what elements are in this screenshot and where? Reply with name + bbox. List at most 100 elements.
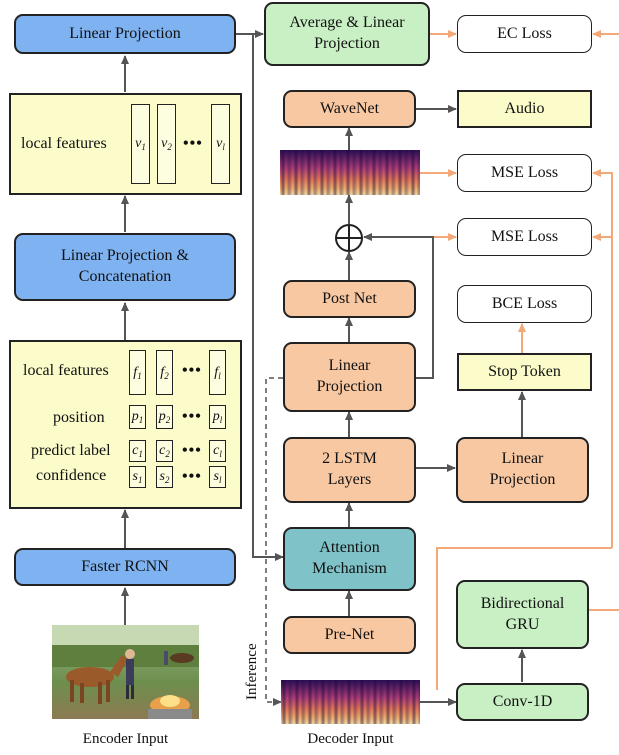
f-cell-2: f2 <box>156 350 173 395</box>
v-cell-2: v2 <box>157 104 176 184</box>
s-cell-2-label: s2 <box>159 469 170 485</box>
wavenet-label: WaveNet <box>319 99 380 117</box>
v-cell-1-label: v1 <box>135 136 146 152</box>
v-cell-l-label: vl <box>216 136 225 152</box>
v-cell-1: v1 <box>131 104 150 184</box>
bidirectional-gru-label: Bidirectional GRU <box>480 594 565 633</box>
row-label-predict-label: predict label <box>31 442 111 459</box>
prenet-block: Pre-Net <box>283 616 416 654</box>
row-label-position: position <box>53 409 105 426</box>
c-cell-l-label: cl <box>213 443 222 459</box>
row-label-confidence: confidence <box>36 467 107 484</box>
s-cell-1-label: s1 <box>132 469 143 485</box>
mse-loss-2-label: MSE Loss <box>490 227 559 245</box>
inference-feedback-line <box>265 377 283 706</box>
subscript: 1 <box>141 142 146 152</box>
conv1d-label: Conv-1D <box>492 692 553 710</box>
f-cell-2-label: f2 <box>160 364 169 381</box>
arrow-target-path <box>436 547 612 690</box>
f-cell-1: f1 <box>129 350 146 395</box>
subscript: l <box>219 449 222 459</box>
post-net-block: Post Net <box>283 280 416 318</box>
c-cell-1: c1 <box>129 440 146 462</box>
arrow-linear-to-sum <box>363 233 434 379</box>
subscript: l <box>222 142 225 152</box>
c-ellipsis: ••• <box>182 442 202 459</box>
bce-loss-box: BCE Loss <box>457 285 592 323</box>
row-label-local-features: local features <box>23 362 109 379</box>
concat-label: Linear Projection & Concatenation <box>61 247 189 285</box>
subscript: 2 <box>164 370 169 381</box>
stop-token-label: Stop Token <box>488 362 561 380</box>
faster-rcnn-label: Faster RCNN <box>81 557 169 575</box>
ec-loss-label: EC Loss <box>497 24 552 42</box>
subscript: 1 <box>138 415 144 425</box>
stop-token-box: Stop Token <box>457 353 592 391</box>
subscript: l <box>219 415 223 425</box>
subscript: l <box>218 475 222 485</box>
stop-linear-projection-label: Linear Projection <box>489 450 556 488</box>
c-cell-l: cl <box>209 440 226 462</box>
mse-loss-box-1: MSE Loss <box>457 154 592 192</box>
prenet-label: Pre-Net <box>324 625 375 643</box>
s-cell-2: s2 <box>156 466 173 488</box>
subscript: 1 <box>138 449 143 459</box>
bidirectional-gru-block: Bidirectional GRU <box>456 580 589 649</box>
faster-rcnn-block: Faster RCNN <box>14 548 236 586</box>
subscript: 2 <box>165 415 171 425</box>
p-ellipsis: ••• <box>182 408 202 425</box>
inference-label: Inference <box>244 643 260 700</box>
c-cell-2: c2 <box>156 440 173 462</box>
p-cell-1-label: p1 <box>131 409 144 425</box>
p-cell-l: pl <box>209 405 226 429</box>
s-cell-l-label: sl <box>213 469 222 485</box>
detection-features-panel: local features position predict label co… <box>9 340 242 509</box>
encoder-linear-projection-label: Linear Projection <box>69 24 181 42</box>
p-cell-l-label: pl <box>212 409 223 425</box>
average-linear-projection-label: Average & Linear Projection <box>289 14 405 52</box>
subscript: 1 <box>137 475 143 485</box>
p-cell-1: p1 <box>129 405 146 429</box>
p-cell-2: p2 <box>156 405 173 429</box>
s-cell-l: sl <box>209 466 226 488</box>
encoder-linear-projection: Linear Projection <box>14 14 236 54</box>
attention-mechanism-block: Attention Mechanism <box>283 527 416 591</box>
encoder-input-caption: Encoder Input <box>82 731 169 747</box>
subscript: l <box>218 370 221 381</box>
local-features-top-label: local features <box>21 135 107 152</box>
lstm-label: 2 LSTM Layers <box>322 450 377 488</box>
v-ellipsis: ••• <box>183 135 203 152</box>
decoder-input-caption: Decoder Input <box>307 731 394 747</box>
audio-output-box: Audio <box>457 90 592 128</box>
post-net-label: Post Net <box>322 289 377 307</box>
audio-label: Audio <box>504 99 545 117</box>
arrow-encoder-to-attention <box>236 33 284 561</box>
linear-projection-concatenation: Linear Projection & Concatenation <box>14 233 236 301</box>
p-cell-2-label: p2 <box>158 409 171 425</box>
decoder-linear-projection-label: Linear Projection <box>316 357 383 395</box>
bce-loss-label: BCE Loss <box>491 294 558 312</box>
v-cell-2-label: v2 <box>161 136 172 152</box>
conv1d-block: Conv-1D <box>456 683 589 721</box>
subscript: 1 <box>137 370 142 381</box>
stop-linear-projection: Linear Projection <box>456 437 589 503</box>
s-ellipsis: ••• <box>182 468 202 485</box>
arrow-target-to-mse1 <box>592 169 613 548</box>
ec-loss-box: EC Loss <box>457 15 592 53</box>
f-cell-l-label: fl <box>214 364 221 381</box>
lstm-block: 2 LSTM Layers <box>283 437 416 503</box>
mse-loss-box-2: MSE Loss <box>457 218 592 256</box>
s-cell-1: s1 <box>129 466 146 488</box>
subscript: 2 <box>164 475 170 485</box>
predicted-spectrogram <box>280 150 420 195</box>
local-features-panel: local features v1 v2 ••• vl <box>9 93 242 195</box>
attention-mechanism-label: Attention Mechanism <box>312 539 387 577</box>
subscript: 2 <box>167 142 172 152</box>
f-ellipsis: ••• <box>182 362 202 379</box>
decoder-input-spectrogram <box>281 680 420 724</box>
c-cell-1-label: c1 <box>132 443 143 459</box>
subscript: 2 <box>165 449 170 459</box>
wavenet-block: WaveNet <box>283 90 416 128</box>
